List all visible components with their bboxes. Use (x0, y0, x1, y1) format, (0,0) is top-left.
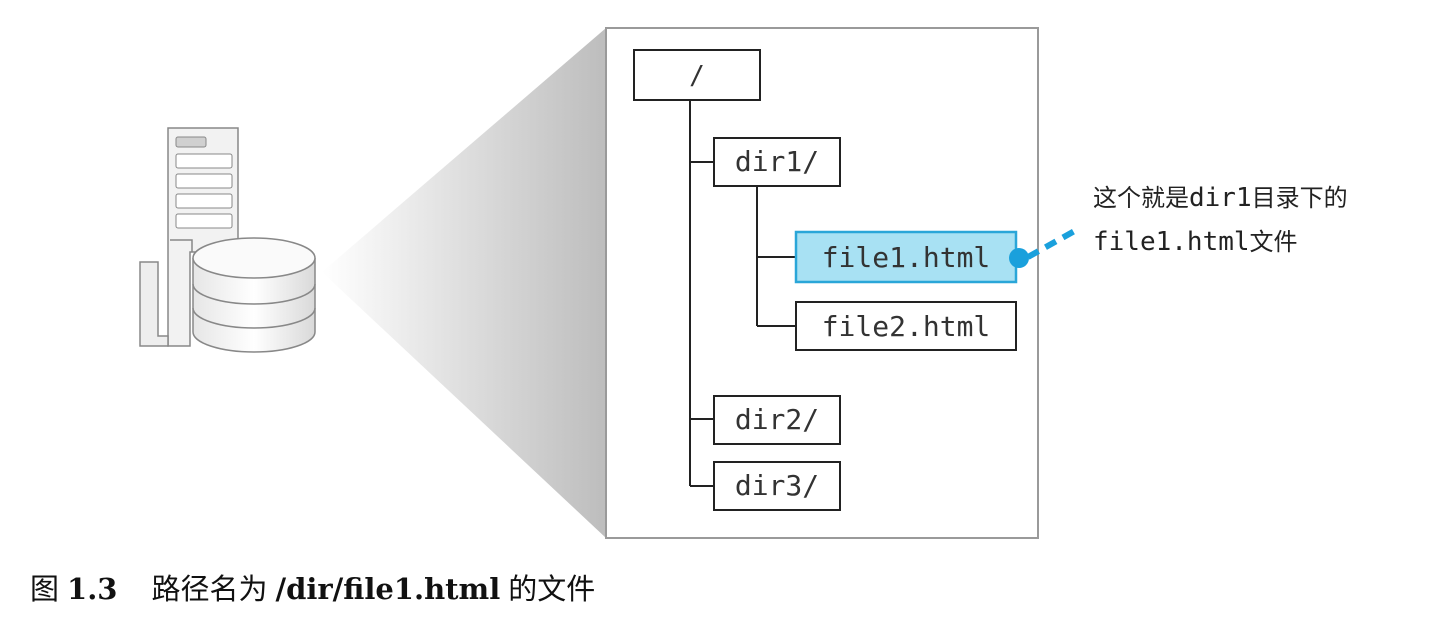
tree-node-root-label: / (689, 61, 705, 91)
callout-dot (1009, 248, 1029, 268)
caption-text-after: 的文件 (508, 572, 596, 606)
tree-node-dir2-label: dir2/ (735, 403, 819, 436)
caption-number: 1.3 (67, 572, 118, 606)
tree-node-dir3-label: dir3/ (735, 469, 819, 502)
tree-node-dir1-label: dir1/ (735, 145, 819, 178)
caption-prefix: 图 (30, 572, 60, 606)
tree-node-file1[interactable]: file1.html (794, 230, 1018, 284)
caption-path: /dir/file1.html (275, 572, 501, 606)
callout-dashed-line (1026, 225, 1082, 260)
tree-connectors (689, 100, 796, 487)
diagram-canvas: / dir1/ file1.html file2.html dir2/ dir3… (139, 27, 1082, 539)
annotation-line-1: 这个就是dir1目录下的 (1093, 183, 1348, 213)
database-icon (192, 237, 316, 353)
tree-node-dir1[interactable]: dir1/ (713, 137, 841, 187)
caption-text-before: 路径名为 (151, 572, 268, 606)
tree-node-dir3[interactable]: dir3/ (713, 461, 841, 511)
zoom-beam (322, 28, 606, 538)
annotation-line-2: file1.html文件 (1093, 227, 1298, 257)
tree-node-dir2[interactable]: dir2/ (713, 395, 841, 445)
annotation-callout: 这个就是dir1目录下的 file1.html文件 (1093, 176, 1423, 264)
tree-node-root[interactable]: / (633, 49, 761, 101)
server-icon (139, 127, 239, 347)
tree-node-file1-label: file1.html (822, 241, 991, 274)
tree-node-file2-label: file2.html (822, 310, 991, 343)
tree-node-file2[interactable]: file2.html (795, 301, 1017, 351)
